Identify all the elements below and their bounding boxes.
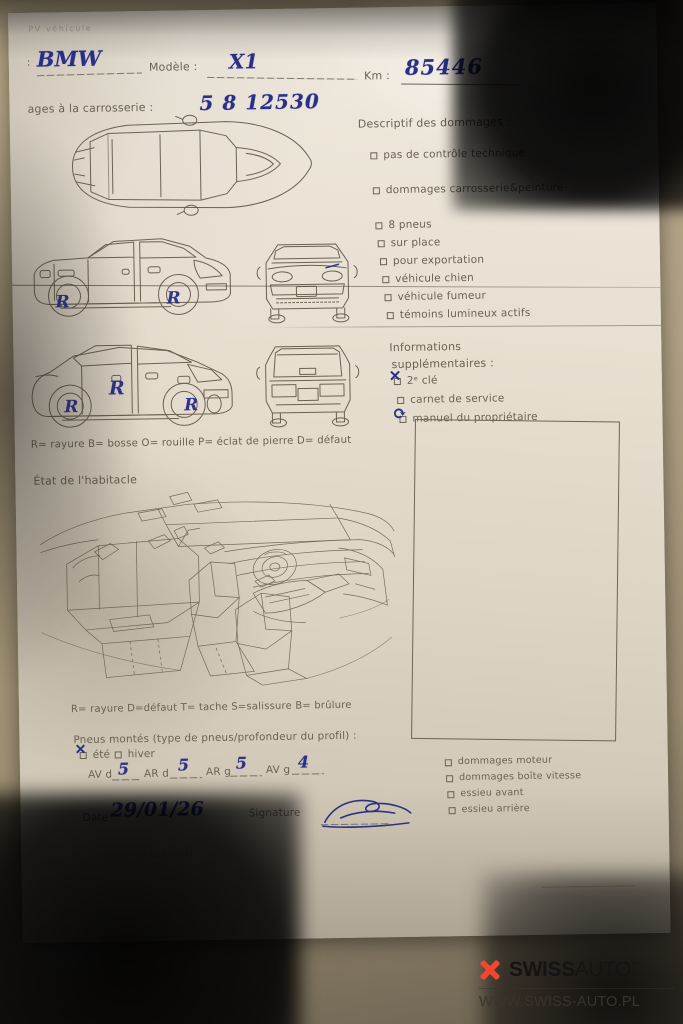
damage-label-5: véhicule chien (395, 271, 475, 286)
tyre-rule-2 (230, 775, 263, 777)
mechanical-checkbox-3[interactable] (448, 807, 456, 815)
damage-checkbox-0[interactable] (370, 152, 378, 160)
km-label: Km : (363, 69, 391, 83)
additional-title-line1: Informations (389, 340, 462, 355)
mechanical-label-1: dommages boîte vitesse (459, 770, 582, 784)
brand-name-thin: AUTO (574, 958, 632, 981)
tyre-pos-value-0: 5 (117, 759, 130, 779)
tyre-pos-label-3: AV g (265, 763, 291, 777)
tyres-title: Pneus montés (type de pneus/profondeur d… (73, 729, 357, 747)
model-rule (207, 76, 358, 80)
tyre-pos-value-3: 4 (297, 752, 310, 772)
tyre-rule-1 (170, 777, 203, 779)
mechanical-label-2: essieu avant (460, 787, 524, 800)
mechanical-checkbox-1[interactable] (446, 775, 454, 783)
tyre-pos-label-0: AV d (87, 768, 113, 781)
damage-checkbox-3[interactable] (377, 240, 385, 248)
additional-label-0: 2ᵉ clé (406, 374, 438, 387)
brand-wordmark: SWISSAUTO™ (509, 958, 640, 982)
tyre-season-winter-label: hiver (127, 747, 156, 761)
tyre-pos-value-1: 5 (177, 755, 190, 775)
tyre-rule-3 (292, 773, 325, 775)
tyre-pos-value-2: 5 (235, 753, 248, 773)
interior-legend: R= rayure D=défaut T= tache S=salissure … (70, 699, 352, 716)
make-rule (37, 72, 143, 77)
tyre-season-summer-check-mark: ✕ (74, 741, 87, 759)
damage-label-6: véhicule fumeur (397, 289, 487, 304)
mechanical-label-3: essieu arrière (461, 802, 530, 816)
brand-footer: SWISSAUTO™ WWW.SWISS-AUTO.PL (479, 958, 675, 1010)
additional-check-mark-0: ✕ (388, 366, 402, 386)
additional-check-mark-2: ⟳ (392, 403, 407, 425)
additional-label-1: carnet de service (410, 392, 505, 406)
mechanical-label-0: dommages moteur (457, 754, 553, 768)
vignette-bottom-left (0, 794, 300, 1024)
notes-box[interactable] (411, 418, 620, 742)
swissauto-logo-icon (479, 959, 501, 981)
brand-trademark: ™ (631, 960, 640, 970)
vignette-top-right (453, 0, 683, 210)
damage-checkbox-5[interactable] (382, 276, 390, 284)
damage-label-4: pour exportation (392, 253, 485, 268)
vignette-left (0, 120, 140, 680)
mechanical-checkbox-0[interactable] (444, 759, 452, 767)
damage-checkbox-6[interactable] (384, 294, 392, 302)
tyre-pos-label-2: AR g (205, 765, 232, 779)
body-mark-4: R (184, 395, 199, 416)
car-diagram-front-view[interactable] (252, 236, 363, 328)
damage-checkbox-1[interactable] (372, 187, 380, 195)
vignette-bottom-right (483, 874, 683, 1024)
body-mark-1: R (166, 288, 181, 309)
additional-title-line2: supplémentaires : (391, 356, 495, 372)
damage-label-2: 8 pneus (388, 218, 432, 232)
mechanical-checkbox-2[interactable] (447, 791, 455, 799)
car-diagram-rear-view[interactable] (253, 338, 362, 432)
tyre-pos-label-1: AR d (143, 767, 170, 781)
damage-checkbox-4[interactable] (379, 258, 388, 266)
brand-divider (479, 988, 675, 989)
tyre-season-summer-label: été (92, 748, 111, 761)
damage-label-3: sur place (390, 236, 441, 250)
model-label: Modèle : (148, 60, 198, 74)
brand-name-bold: SWISS (509, 958, 575, 981)
signature-mark (320, 795, 413, 834)
damage-label-7: témoins lumineux actifs (399, 306, 531, 321)
damage-checkbox-2[interactable] (375, 222, 383, 230)
brand-url: WWW.SWISS-AUTO.PL (479, 994, 641, 1010)
tyre-season-winter-checkbox[interactable] (114, 751, 122, 759)
damage-checkbox-7[interactable] (386, 312, 394, 320)
tyre-rule-0 (112, 779, 141, 781)
